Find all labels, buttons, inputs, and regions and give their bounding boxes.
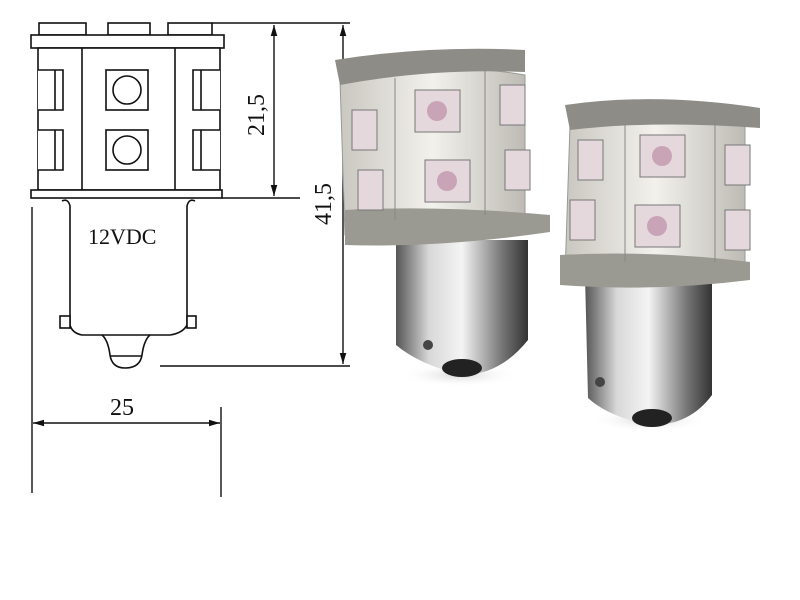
dim-head-height: 21,5 xyxy=(244,94,270,136)
led-bulb-photo-2 xyxy=(560,99,760,432)
dim-width: 25 xyxy=(110,395,134,421)
voltage-label: 12VDC xyxy=(88,224,156,249)
led-bulb-photo-1 xyxy=(335,48,550,387)
dim-total-height: 41,5 xyxy=(311,183,337,225)
bulb-outline xyxy=(30,22,225,369)
